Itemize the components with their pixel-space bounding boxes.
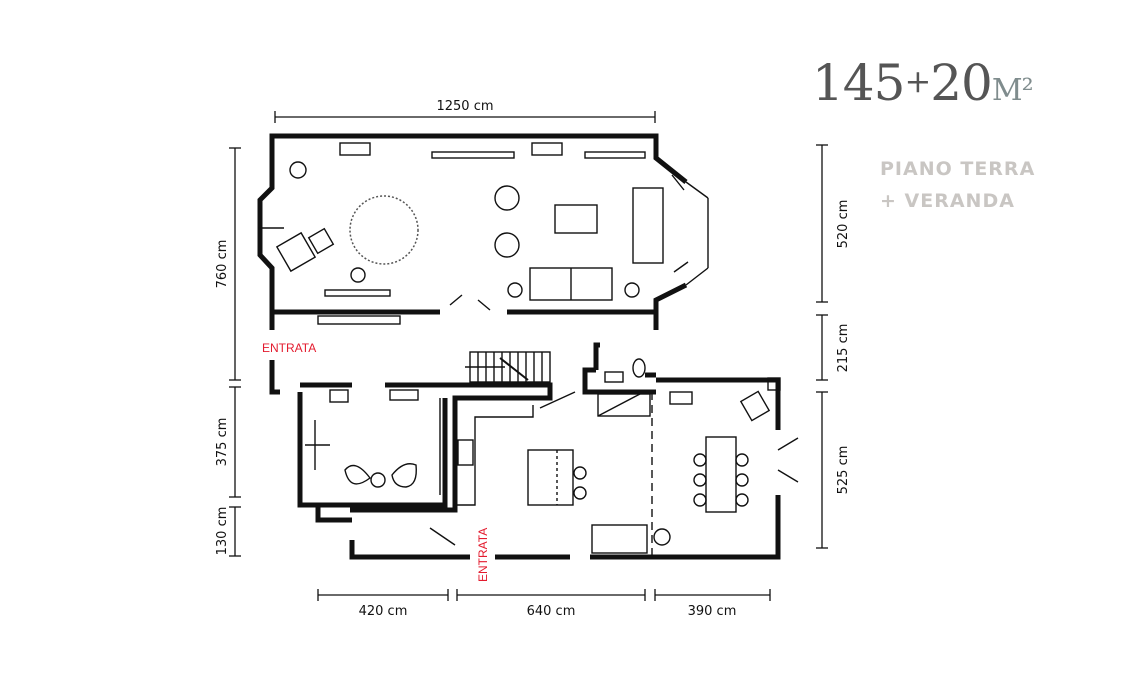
sofa xyxy=(632,187,664,264)
dimensions-left: 760 cm 375 cm 130 cm xyxy=(215,147,241,557)
toilet xyxy=(632,358,646,378)
area-main: 145 xyxy=(812,54,905,112)
svg-text:520 cm: 520 cm xyxy=(836,200,851,249)
sofa xyxy=(591,524,648,554)
window-marks xyxy=(258,142,689,325)
bathroom xyxy=(597,358,651,417)
armchair xyxy=(739,390,771,422)
area-unit: M² xyxy=(991,73,1034,108)
svg-text:130 cm: 130 cm xyxy=(215,507,230,556)
service-walls xyxy=(297,342,656,560)
coffee-table xyxy=(554,204,598,234)
subtitle-floor: PIANO TERRA xyxy=(880,158,1036,180)
svg-text:215 cm: 215 cm xyxy=(836,324,851,373)
svg-text:375 cm: 375 cm xyxy=(215,418,230,467)
dimensions-right: 520 cm 215 cm 525 cm xyxy=(816,144,851,549)
entrance-label-side: ENTRATA xyxy=(262,341,316,355)
armchair xyxy=(391,463,417,488)
living-room-walls xyxy=(257,133,709,395)
kitchen xyxy=(429,391,671,557)
stove xyxy=(457,439,474,466)
subtitle-veranda: + VERANDA xyxy=(880,190,1015,212)
area-extra: 20 xyxy=(930,54,993,112)
svg-text:525 cm: 525 cm xyxy=(836,446,851,495)
kitchen-island xyxy=(527,449,574,506)
dining-table xyxy=(705,436,737,513)
french-door xyxy=(777,437,799,483)
study-furniture xyxy=(305,389,441,495)
armchair xyxy=(344,464,371,485)
rug xyxy=(349,195,419,265)
svg-text:1250 cm: 1250 cm xyxy=(436,99,493,114)
armchair xyxy=(275,231,317,273)
stairs xyxy=(465,351,551,383)
area-plus: + xyxy=(904,62,931,100)
living-furniture xyxy=(275,161,664,311)
veranda xyxy=(656,377,799,560)
dimension-top: 1250 cm xyxy=(274,99,656,123)
svg-text:390 cm: 390 cm xyxy=(688,604,737,619)
svg-text:760 cm: 760 cm xyxy=(215,240,230,289)
svg-text:420 cm: 420 cm xyxy=(359,604,408,619)
chair xyxy=(494,185,520,211)
svg-text:640 cm: 640 cm xyxy=(527,604,576,619)
dimensions-bottom: 420 cm 640 cm 390 cm xyxy=(317,589,771,619)
chair xyxy=(494,232,520,258)
entrance-label-bottom: ENTRATA xyxy=(476,528,490,582)
area-title: 145+20M² xyxy=(812,58,1034,108)
